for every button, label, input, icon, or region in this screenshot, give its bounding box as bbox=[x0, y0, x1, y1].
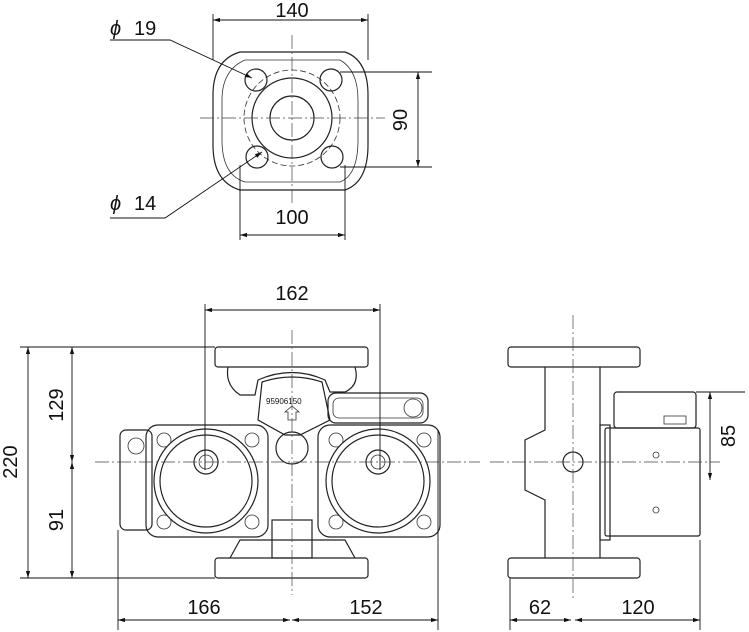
dim-100-label: 100 bbox=[275, 207, 308, 229]
dim-85-label: 85 bbox=[718, 425, 740, 447]
dim-140-label: 140 bbox=[275, 0, 308, 22]
dim-90-label: 90 bbox=[390, 109, 412, 131]
dim-14-label: 14 bbox=[134, 193, 156, 215]
dim-120-label: 120 bbox=[621, 597, 654, 619]
dimension-hole-19: ϕ 19 bbox=[110, 18, 253, 79]
part-number: 95906150 bbox=[266, 397, 302, 406]
dimension-140: 140 bbox=[212, 0, 369, 60]
dimension-129: 129 bbox=[46, 347, 75, 462]
dimension-220: 220 bbox=[0, 346, 215, 579]
dim-220-label: 220 bbox=[0, 445, 22, 478]
dimension-hole-14: ϕ 14 bbox=[110, 151, 263, 219]
dimension-85: 85 bbox=[696, 391, 745, 480]
dim-91-label: 91 bbox=[46, 509, 68, 531]
pump-side-view bbox=[490, 315, 720, 600]
dimension-90: 90 bbox=[340, 71, 432, 168]
dim-129-label: 129 bbox=[46, 388, 68, 421]
dim-19-label: 19 bbox=[134, 18, 156, 40]
dim-166-label: 166 bbox=[187, 597, 220, 619]
dimension-162: 162 bbox=[204, 283, 381, 470]
dim-62-label: 62 bbox=[529, 597, 551, 619]
diameter-symbol: ϕ bbox=[110, 193, 121, 215]
dimension-100: 100 bbox=[239, 165, 346, 240]
dimension-62-120: 62 120 bbox=[509, 540, 701, 630]
dim-162-label: 162 bbox=[275, 283, 308, 305]
dimension-91: 91 bbox=[46, 462, 75, 578]
flange-top-view bbox=[200, 35, 385, 205]
diameter-symbol: ϕ bbox=[110, 18, 121, 40]
pump-front-view: 95906150 bbox=[95, 330, 480, 595]
dim-152-label: 152 bbox=[349, 597, 382, 619]
dimension-166-152: 166 152 bbox=[117, 430, 439, 630]
